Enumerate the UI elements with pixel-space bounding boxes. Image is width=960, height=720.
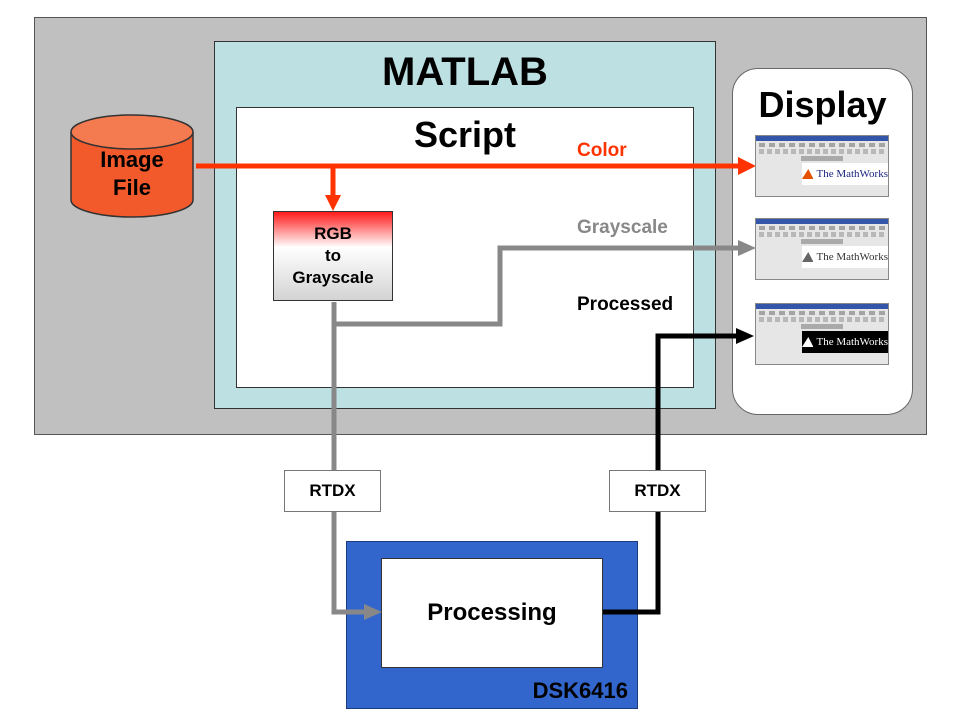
image-file-cylinder <box>70 114 194 218</box>
rgb-to-grayscale-block: RGB to Grayscale <box>273 211 393 301</box>
mathworks-logo-color: The MathWorks <box>802 163 888 185</box>
grayscale-arrowhead <box>738 240 756 256</box>
logo-text: The MathWorks <box>816 251 888 263</box>
grayscale-flow-line <box>331 245 744 327</box>
grayscale-label: Grayscale <box>577 217 668 238</box>
rtdx-left-box: RTDX <box>284 470 381 512</box>
processed-figure-thumbnail: The MathWorks <box>755 303 889 365</box>
logo-text: The MathWorks <box>816 336 888 348</box>
membrane-icon <box>802 337 814 347</box>
membrane-icon <box>802 252 814 262</box>
color-branch-arrowhead <box>325 195 341 211</box>
rtdx-down-line <box>331 302 368 615</box>
image-file-label: Image File <box>70 146 194 202</box>
display-title: Display <box>758 84 887 125</box>
color-figure-thumbnail: The MathWorks <box>755 135 889 197</box>
rtdx-down-arrowhead <box>364 604 382 620</box>
mathworks-logo-gray: The MathWorks <box>802 246 888 268</box>
dsk-label: DSK6416 <box>532 678 628 703</box>
rtdx-right-box: RTDX <box>609 470 706 512</box>
script-title: Script <box>413 114 517 155</box>
membrane-icon <box>802 169 814 179</box>
logo-text: The MathWorks <box>816 168 888 180</box>
matlab-title: MATLAB <box>382 50 548 94</box>
image-file-label-line1: Image <box>100 147 164 172</box>
grayscale-figure-thumbnail: The MathWorks <box>755 218 889 280</box>
mathworks-logo-binary: The MathWorks <box>802 331 888 353</box>
processed-label: Processed <box>577 294 674 315</box>
color-arrowhead <box>738 157 756 175</box>
processing-block: Processing <box>381 558 603 668</box>
processed-arrowhead <box>736 328 754 344</box>
image-file-label-line2: File <box>113 175 151 200</box>
color-label: Color <box>577 140 627 161</box>
